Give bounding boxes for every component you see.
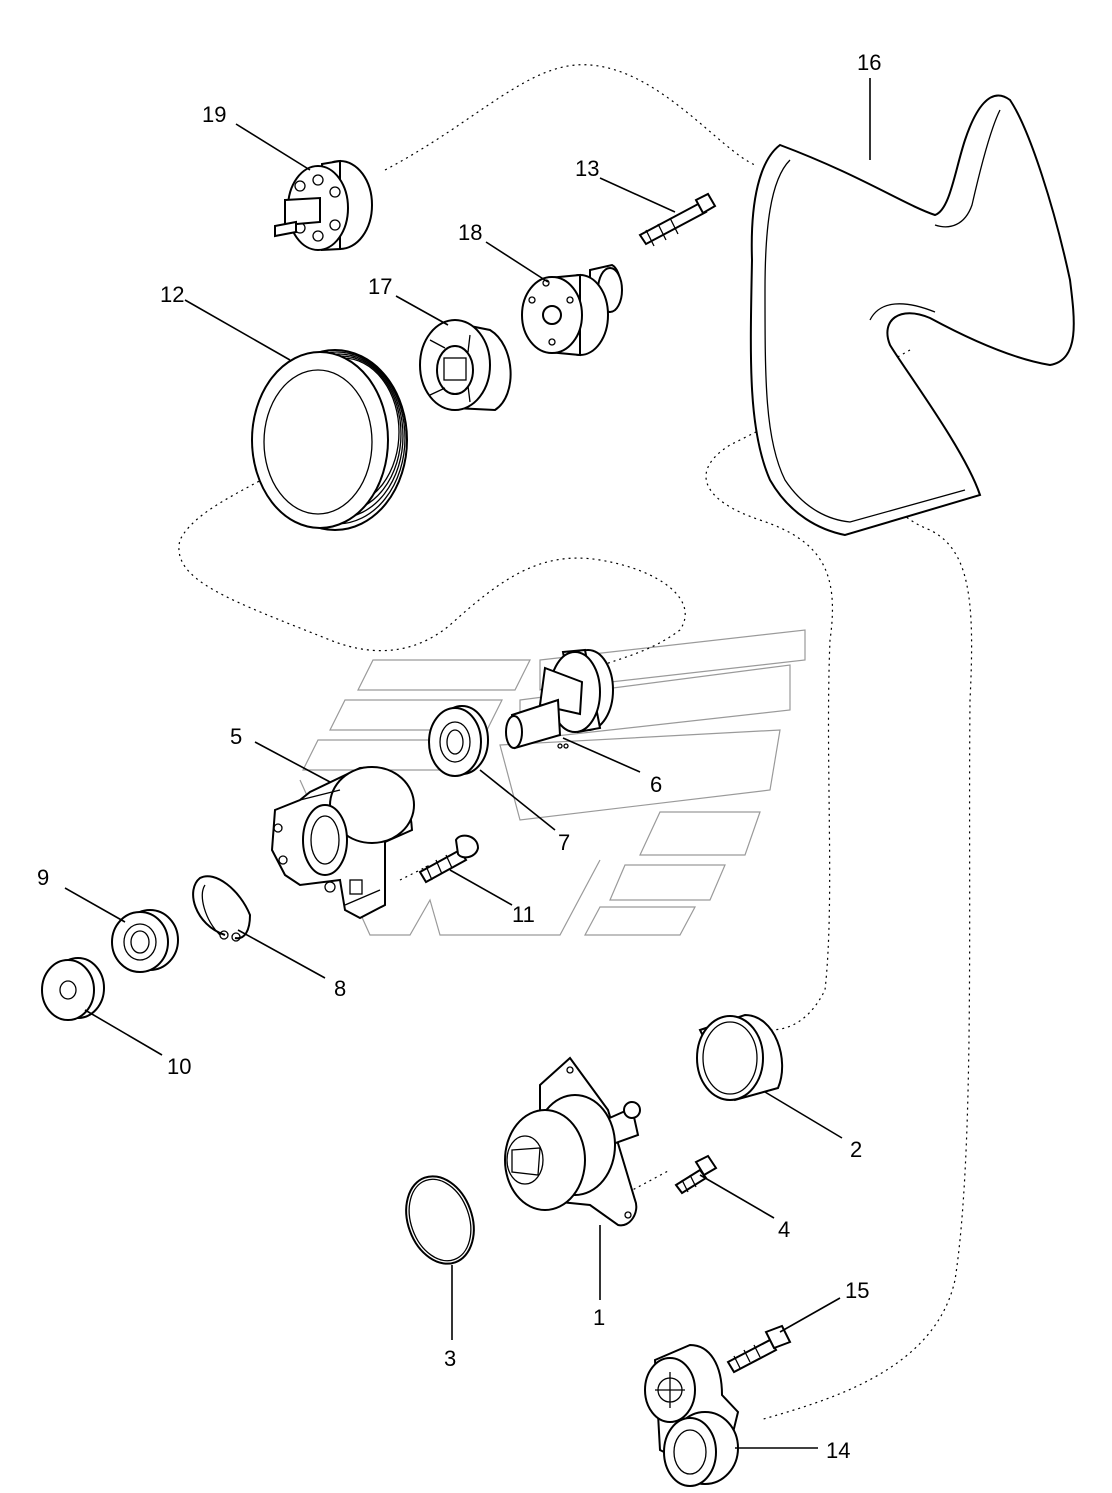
bolt-13[interactable] bbox=[638, 192, 717, 247]
callout-2: 2 bbox=[850, 1137, 862, 1162]
ball-bearing-9[interactable] bbox=[111, 909, 179, 973]
spacer-washer-10[interactable] bbox=[41, 957, 105, 1021]
damper-hub-17[interactable] bbox=[419, 319, 512, 412]
callout-11: 11 bbox=[512, 902, 535, 927]
callout-6: 6 bbox=[650, 772, 662, 797]
tensioner-bracket-5[interactable] bbox=[270, 766, 415, 920]
watermark-logo-icon bbox=[299, 629, 806, 936]
callout-12: 12 bbox=[160, 282, 184, 307]
callout-4: 4 bbox=[778, 1217, 790, 1242]
callout-16: 16 bbox=[857, 50, 881, 75]
ball-bearing-7[interactable] bbox=[428, 705, 489, 777]
crankshaft-pulley-12[interactable] bbox=[251, 349, 408, 531]
callout-19: 19 bbox=[202, 102, 226, 127]
water-pump-1[interactable] bbox=[504, 1056, 641, 1227]
pulley-19[interactable] bbox=[274, 159, 373, 252]
callout-labels: 16 19 13 18 17 12 5 6 7 11 9 8 10 2 4 1 … bbox=[37, 50, 881, 1463]
callout-9: 9 bbox=[37, 865, 49, 890]
belt-tensioner-14[interactable] bbox=[644, 1343, 740, 1487]
callout-18: 18 bbox=[458, 220, 482, 245]
bolt-4[interactable] bbox=[674, 1154, 718, 1195]
bolt-15[interactable] bbox=[726, 1324, 792, 1374]
idler-pulley-2[interactable] bbox=[696, 1013, 784, 1102]
callout-15: 15 bbox=[845, 1278, 869, 1303]
assembly-guide-lines bbox=[178, 64, 973, 1421]
callout-3: 3 bbox=[444, 1346, 456, 1371]
o-ring-seal-3[interactable] bbox=[395, 1167, 486, 1273]
retaining-ring-8[interactable] bbox=[192, 875, 252, 942]
callout-14: 14 bbox=[826, 1438, 850, 1463]
callout-leader-lines bbox=[64, 78, 871, 1449]
callout-5: 5 bbox=[230, 724, 242, 749]
bolt-11[interactable] bbox=[418, 834, 480, 884]
callout-17: 17 bbox=[368, 274, 392, 299]
callout-8: 8 bbox=[334, 976, 346, 1001]
callout-13: 13 bbox=[575, 156, 599, 181]
serpentine-belt[interactable] bbox=[749, 94, 1075, 537]
pulley-shaft-6[interactable] bbox=[505, 648, 614, 750]
pulley-hub-18[interactable] bbox=[521, 263, 623, 357]
callout-7: 7 bbox=[558, 830, 570, 855]
callout-10: 10 bbox=[167, 1054, 191, 1079]
callout-1: 1 bbox=[593, 1305, 605, 1330]
